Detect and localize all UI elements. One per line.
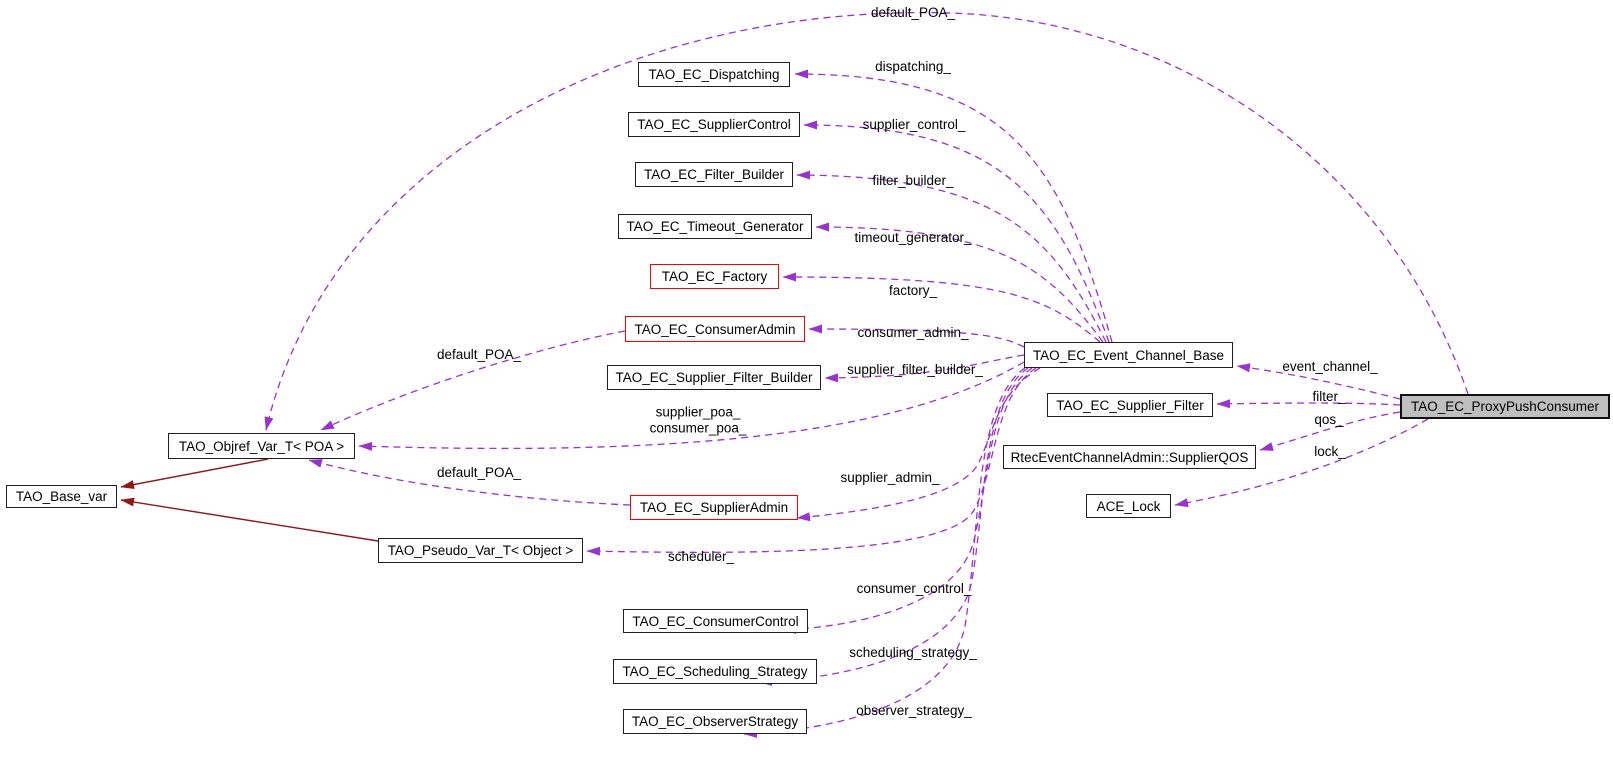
- node-label: TAO_EC_Factory: [661, 269, 768, 284]
- node-ace-lock[interactable]: ACE_Lock: [1086, 494, 1171, 518]
- node-supplier-filter-builder[interactable]: TAO_EC_Supplier_Filter_Builder: [607, 365, 821, 390]
- node-pseudo-var[interactable]: TAO_Pseudo_Var_T< Object >: [378, 538, 583, 563]
- node-event-channel-base[interactable]: TAO_EC_Event_Channel_Base: [1024, 342, 1233, 368]
- edge-label-supplier-control: supplier_control_: [862, 117, 966, 133]
- edge-inherit-pseudo: [120, 497, 379, 542]
- node-label: TAO_EC_SupplierControl: [637, 117, 791, 132]
- edge-lock: [1174, 418, 1429, 508]
- edge-default-poa-ca: [320, 330, 626, 431]
- node-consumer-control[interactable]: TAO_EC_ConsumerControl: [623, 609, 808, 633]
- node-supplier-control[interactable]: TAO_EC_SupplierControl: [628, 112, 800, 137]
- node-label: TAO_EC_SupplierAdmin: [639, 500, 789, 515]
- edge-label-timeout-generator: timeout_generator_: [854, 230, 972, 246]
- edge-event-channel: [1236, 363, 1401, 400]
- node-label: TAO_EC_Event_Channel_Base: [1032, 347, 1225, 363]
- node-label: TAO_EC_Filter_Builder: [643, 167, 785, 182]
- node-label: TAO_EC_Timeout_Generator: [626, 219, 804, 234]
- node-observer-strategy[interactable]: TAO_EC_ObserverStrategy: [623, 709, 807, 734]
- edge-label-default-poa-sa: default_POA_: [436, 465, 522, 481]
- edge-label-qos: qos_: [1314, 412, 1344, 428]
- node-supplier-admin[interactable]: TAO_EC_SupplierAdmin: [630, 495, 798, 520]
- edge-label-consumer-control: consumer_control_: [856, 581, 972, 597]
- edge-scheduler: [586, 367, 1037, 556]
- node-label: TAO_EC_ProxyPushConsumer: [1410, 399, 1600, 414]
- node-supplier-qos[interactable]: RtecEventChannelAdmin::SupplierQOS: [1003, 445, 1256, 469]
- node-objref-var[interactable]: TAO_Objref_Var_T< POA >: [168, 433, 355, 459]
- node-label: TAO_EC_Dispatching: [648, 67, 780, 82]
- node-label: ACE_Lock: [1096, 498, 1161, 514]
- edge-poa-pair: [358, 361, 1025, 451]
- edge-filter-builder: [796, 170, 1107, 343]
- edge-default-poa-top: [264, 11, 1469, 431]
- edge-consumer-admin: [808, 324, 1025, 348]
- edge-label-factory: factory_: [888, 283, 938, 299]
- node-label: TAO_Objref_Var_T< POA >: [178, 438, 345, 454]
- edge-scheduling-strategy: [758, 367, 1029, 686]
- node-label: TAO_EC_ConsumerControl: [632, 613, 799, 629]
- edge-label-lock: lock_: [1314, 444, 1346, 460]
- edge-label-dispatching: dispatching_: [875, 59, 951, 75]
- node-dispatching[interactable]: TAO_EC_Dispatching: [638, 62, 790, 87]
- edge-label-default-poa-ca: default_POA_: [436, 347, 522, 363]
- node-supplier-filter[interactable]: TAO_EC_Supplier_Filter: [1047, 393, 1213, 417]
- node-label: TAO_EC_Supplier_Filter_Builder: [615, 370, 813, 385]
- edge-label-scheduler: scheduler_: [667, 549, 735, 565]
- edge-label-consumer-admin: consumer_admin_: [857, 325, 969, 341]
- edge-inherit-objref: [120, 458, 269, 489]
- edge-label-filter: filter_: [1312, 389, 1346, 405]
- node-label: TAO_Pseudo_Var_T< Object >: [387, 543, 574, 558]
- node-label: TAO_Base_var: [15, 489, 108, 504]
- node-factory[interactable]: TAO_EC_Factory: [650, 264, 779, 289]
- edge-label-scheduling-strategy: scheduling_strategy_: [849, 645, 977, 661]
- edge-label-default-poa-top: default_POA_: [870, 5, 956, 21]
- node-label: TAO_EC_Scheduling_Strategy: [622, 664, 808, 679]
- edge-supplier-filter-builder: [824, 354, 1025, 383]
- node-label: TAO_EC_Supplier_Filter: [1056, 397, 1204, 413]
- edge-label-poa-pair: supplier_poa_ consumer_poa_: [649, 404, 747, 435]
- edge-supplier-admin: [796, 367, 1041, 522]
- edge-default-poa-sa: [308, 459, 631, 506]
- node-label: TAO_EC_ObserverStrategy: [631, 714, 799, 729]
- node-filter-builder[interactable]: TAO_EC_Filter_Builder: [635, 162, 793, 187]
- node-timeout-generator[interactable]: TAO_EC_Timeout_Generator: [618, 214, 812, 239]
- edge-observer-strategy: [743, 367, 1026, 738]
- node-label: RtecEventChannelAdmin::SupplierQOS: [1010, 449, 1249, 465]
- edge-dispatching: [794, 69, 1113, 343]
- node-label: TAO_EC_ConsumerAdmin: [634, 321, 796, 337]
- edge-label-observer-strategy: observer_strategy_: [856, 703, 972, 719]
- edge-label-event-channel: event_channel_: [1282, 359, 1378, 375]
- node-proxy-push-consumer[interactable]: TAO_EC_ProxyPushConsumer: [1400, 394, 1610, 419]
- edge-label-filter-builder: filter_builder_: [872, 173, 954, 189]
- edge-factory: [782, 272, 1101, 343]
- edge-label-supplier-filter-builder: supplier_filter_builder_: [847, 362, 983, 378]
- node-base-var[interactable]: TAO_Base_var: [6, 485, 117, 508]
- edge-supplier-control: [803, 120, 1110, 343]
- node-consumer-admin[interactable]: TAO_EC_ConsumerAdmin: [625, 316, 805, 342]
- edge-label-supplier-admin: supplier_admin_: [840, 470, 940, 486]
- edge-qos: [1259, 411, 1401, 451]
- edge-filter: [1216, 399, 1401, 409]
- node-scheduling-strategy[interactable]: TAO_EC_Scheduling_Strategy: [613, 659, 817, 684]
